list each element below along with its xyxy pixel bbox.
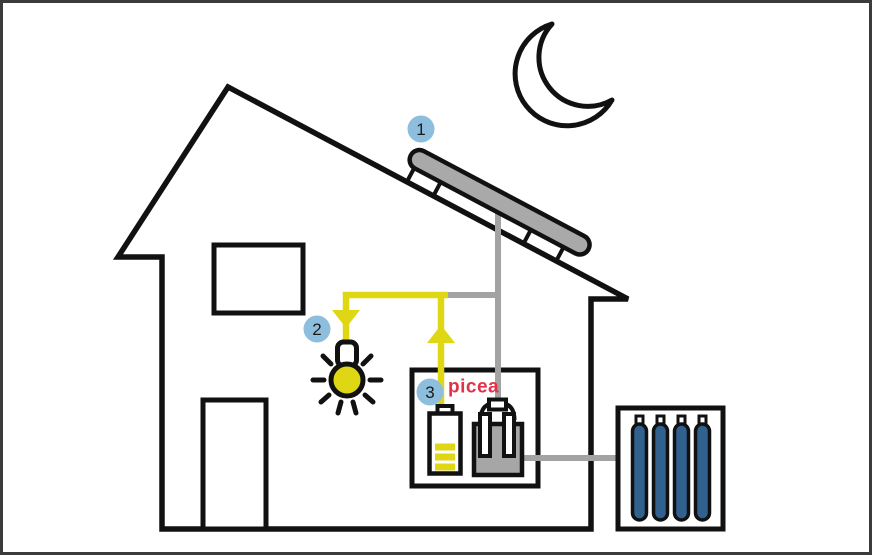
electrolyzer-cap — [487, 397, 508, 412]
moon-icon — [512, 21, 615, 129]
badge-home-power-station: 3 — [416, 378, 444, 406]
gas-cylinder — [651, 414, 670, 522]
badge-lamp: 2 — [303, 315, 331, 343]
picea-logo: picea — [448, 377, 499, 398]
battery-bar — [435, 453, 455, 461]
solar-power-line — [444, 206, 501, 408]
arrow-up-icon — [427, 325, 455, 343]
battery-icon — [427, 404, 463, 476]
battery-bar — [435, 463, 455, 471]
badge-number: 2 — [312, 320, 321, 339]
badge-number: 3 — [425, 383, 434, 402]
lamp-icon — [310, 339, 384, 416]
electrode — [478, 412, 492, 458]
badge-solar-panel: 1 — [407, 115, 435, 143]
cylinder-body — [651, 422, 670, 522]
door — [200, 397, 269, 532]
badge-number: 1 — [416, 120, 425, 139]
electrode — [502, 412, 516, 458]
gas-cylinder — [672, 414, 691, 522]
cylinder-body — [672, 422, 691, 522]
cylinder-body — [693, 422, 712, 522]
badge-circle — [407, 115, 435, 143]
lamp-rays — [310, 353, 384, 416]
electrolyzer-icon — [471, 397, 525, 478]
gas-cylinder — [693, 414, 712, 522]
cylinder-body — [630, 422, 649, 522]
battery-bar — [435, 443, 455, 451]
house-outline — [112, 83, 630, 532]
solar-panel-body — [407, 147, 592, 257]
solar-panel-struts — [404, 167, 566, 264]
gray-lines — [444, 206, 621, 461]
badge-circle — [303, 315, 331, 343]
badge-circle — [416, 378, 444, 406]
window — [211, 242, 306, 316]
solar-panel-icon — [404, 147, 592, 264]
gas-storage — [615, 405, 726, 532]
lamp-bulb — [328, 361, 366, 399]
gas-cylinder — [630, 414, 649, 522]
arrow-down-icon — [332, 310, 360, 328]
